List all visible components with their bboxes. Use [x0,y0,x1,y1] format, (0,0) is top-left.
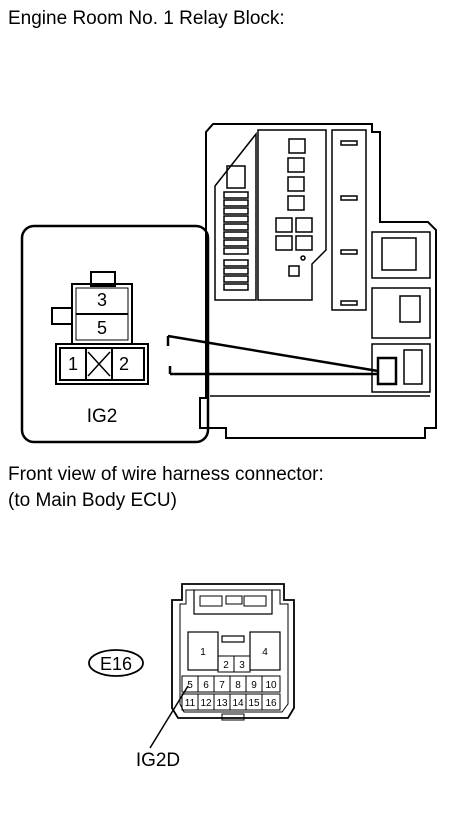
relay-block-fuse-column-right [340,140,358,306]
e16-connector [171,583,295,721]
relay-block-fuse-column-left [223,191,249,291]
e16-pin-12: 12 [200,698,212,709]
relay-block-fuse-column-middle [275,138,313,277]
e16-pin-2: 2 [223,660,229,671]
harness-title-line2: (to Main Body ECU) [8,490,177,511]
e16-connector-code: E16 [100,654,132,674]
e16-pin-15: 15 [248,698,260,709]
ig2d-pointer-line [149,685,189,749]
ig2-pin-5: 5 [97,318,107,338]
e16-pin-5: 5 [187,680,193,691]
ig2-pin-1: 1 [68,354,78,374]
e16-pin-13: 13 [216,698,228,709]
e16-pin-9: 9 [251,680,257,691]
ig2d-label: IG2D [136,750,180,771]
e16-pin-16: 16 [265,698,277,709]
e16-pin-14: 14 [232,698,244,709]
e16-pin-8: 8 [235,680,241,691]
e16-pin-grid [181,675,281,711]
e16-pin-11: 11 [185,698,196,709]
harness-title-line1: Front view of wire harness connector: [8,464,324,485]
ig2-connector [51,271,149,385]
ig2-connector-name: IG2 [87,406,118,427]
relay-block-title: Engine Room No. 1 Relay Block: [8,8,285,29]
relay-block-relay-ig2 [371,343,431,393]
e16-pin-6: 6 [203,680,209,691]
ig2-pin-3: 3 [97,290,107,310]
e16-pin-1: 1 [200,647,206,658]
e16-pin-7: 7 [219,680,225,691]
relay-block-relay-middle [371,287,431,339]
e16-code-oval [88,649,144,677]
e16-pin-3: 3 [239,660,245,671]
ig2-pin-2: 2 [119,354,129,374]
relay-block-relay-top [371,231,431,279]
e16-pin-4: 4 [262,647,268,658]
relay-block-housing [199,123,437,439]
ig2-callout [20,224,379,444]
e16-pin-10: 10 [265,680,277,691]
